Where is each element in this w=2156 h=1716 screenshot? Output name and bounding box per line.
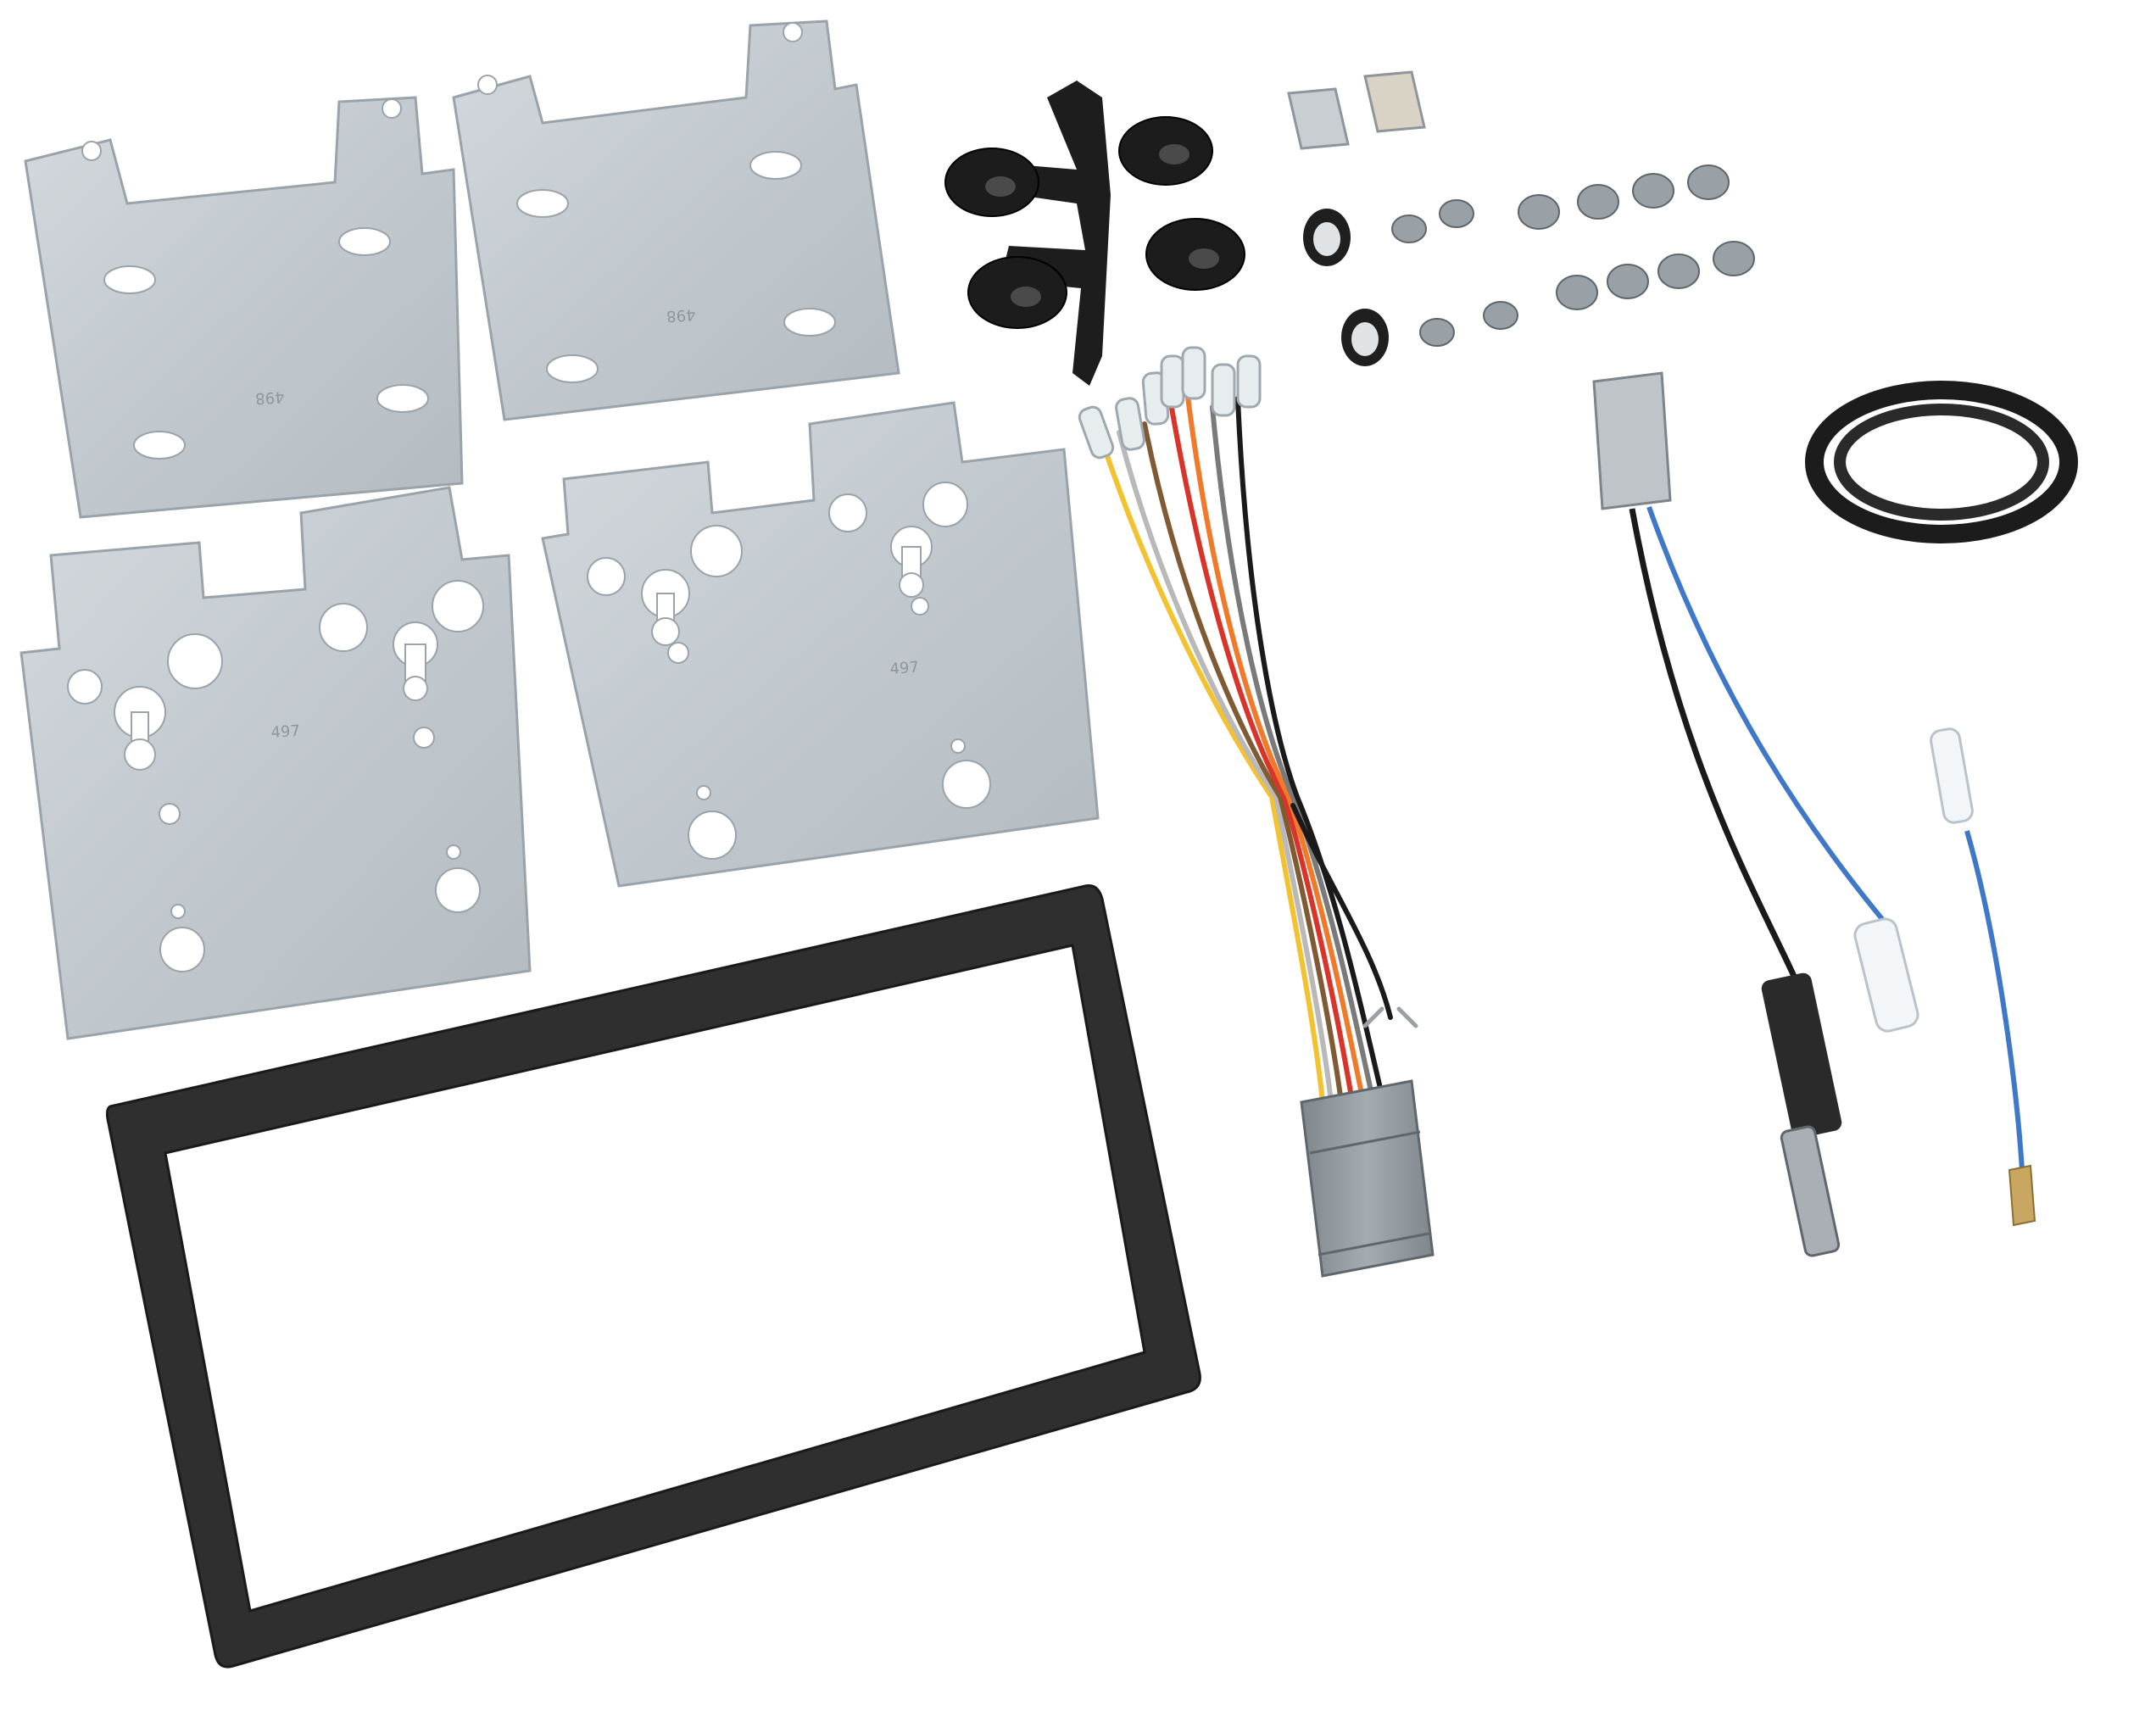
antenna-adapter bbox=[1592, 371, 1919, 1257]
bracket-upper-right: 498 bbox=[452, 20, 900, 421]
spacer-bushings bbox=[1303, 209, 1389, 366]
part-number-label: 497 bbox=[270, 722, 301, 742]
bracket-lower-left: 497 bbox=[19, 486, 532, 1040]
bracket-lower-right: 497 bbox=[541, 401, 1100, 888]
bracket-upper-left: 498 bbox=[24, 96, 464, 519]
foam-tape-roll bbox=[1805, 381, 2078, 543]
screws bbox=[1391, 164, 1755, 347]
bullet-connectors bbox=[1078, 346, 1262, 460]
part-number-label: 498 bbox=[666, 305, 696, 325]
harness-plug bbox=[1300, 1079, 1435, 1278]
power-lead bbox=[1930, 727, 2036, 1227]
part-number-label: 498 bbox=[254, 387, 285, 407]
metal-clips bbox=[1287, 70, 1426, 150]
trim-bezel-frame bbox=[105, 884, 1201, 1669]
rubber-grommet-sprue bbox=[944, 81, 1245, 386]
part-number-label: 497 bbox=[889, 659, 920, 678]
wiring-harness bbox=[1100, 387, 1418, 1105]
